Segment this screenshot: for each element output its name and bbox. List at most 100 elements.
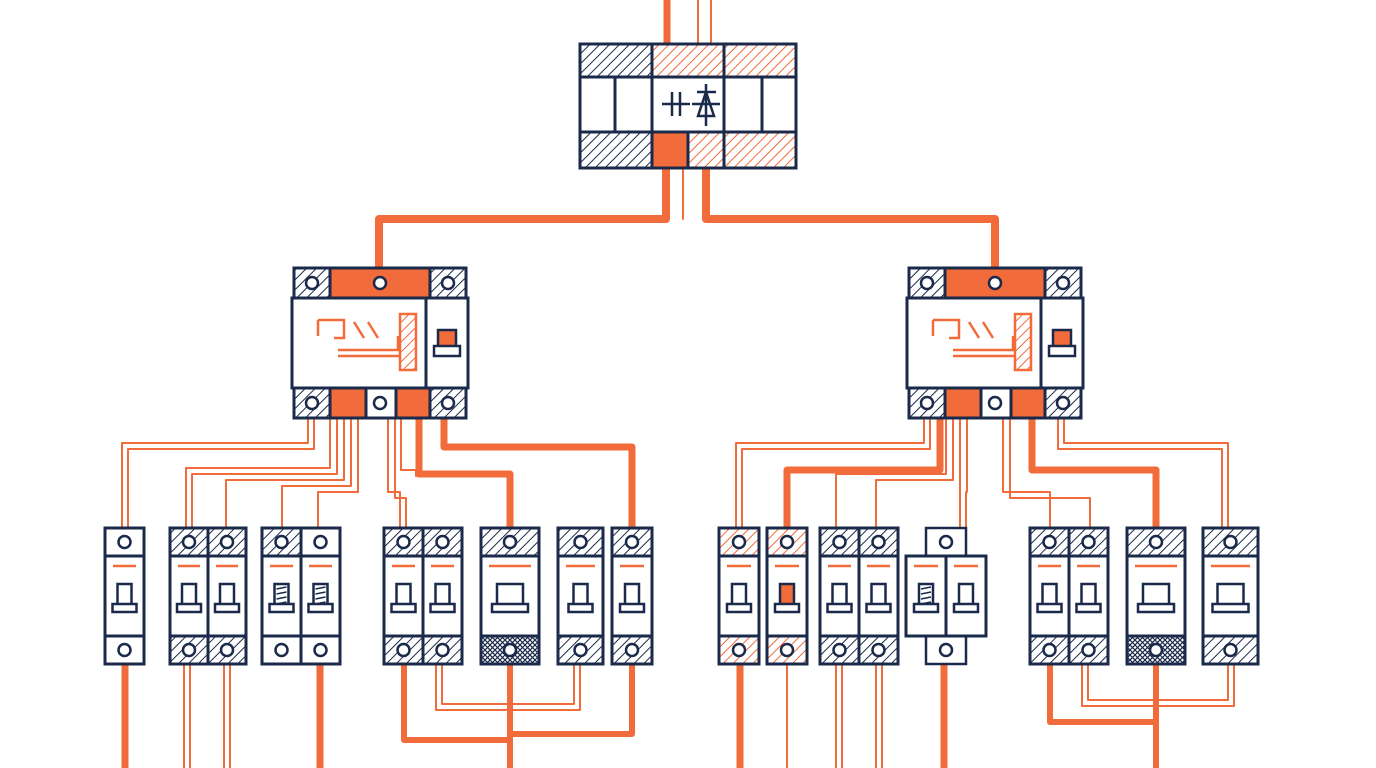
terminal-screw <box>117 642 132 658</box>
terminal-screw <box>440 275 456 291</box>
breaker-lever[interactable] <box>1075 582 1102 614</box>
circuit-breaker[interactable] <box>382 526 425 666</box>
sub-distribution-unit-left <box>290 266 470 420</box>
breaker-lever[interactable] <box>952 582 980 614</box>
breaker-lever[interactable] <box>725 582 753 614</box>
terminal-screw <box>1055 275 1071 291</box>
terminal-screw <box>1081 642 1096 658</box>
circuit-breaker[interactable] <box>421 526 464 666</box>
circuit-breaker[interactable] <box>1067 526 1110 666</box>
breaker-bottom-terminal <box>299 634 342 666</box>
breaker-lever[interactable] <box>429 582 456 614</box>
breaker-top-terminal <box>556 526 605 558</box>
sub-distribution-unit-right <box>905 266 1085 420</box>
circuit-breaker[interactable] <box>168 526 210 666</box>
terminal-screw <box>871 642 886 658</box>
terminal-screw <box>1042 642 1057 658</box>
terminal-screw <box>871 534 886 550</box>
circuit-breaker[interactable] <box>717 526 761 666</box>
terminal-screw <box>274 534 289 550</box>
breaker-lever[interactable] <box>1211 582 1250 614</box>
terminal-screw <box>731 534 747 550</box>
terminal-screw <box>919 275 935 291</box>
breaker-lever[interactable] <box>773 582 801 614</box>
sub-distribution-units <box>290 266 1085 420</box>
breaker-lever[interactable] <box>567 582 594 614</box>
circuit-breaker[interactable] <box>479 526 541 666</box>
circuit-breaker[interactable] <box>556 526 605 666</box>
terminal-screw <box>573 534 588 550</box>
diode-symbol <box>692 84 720 126</box>
incoming-supply-wire <box>663 0 712 48</box>
terminal-screw <box>372 395 388 411</box>
circuit-breaker[interactable] <box>260 526 303 666</box>
circuit-breaker[interactable] <box>206 526 248 666</box>
breaker-bottom-terminal <box>1201 634 1260 666</box>
terminal-screw <box>573 642 588 658</box>
terminal-screw <box>779 642 795 658</box>
terminal-screw <box>1223 534 1238 550</box>
terminal-screw <box>502 534 518 550</box>
terminal-screw <box>181 642 197 658</box>
circuit-breaker[interactable] <box>103 526 146 666</box>
breaker-lever[interactable] <box>490 582 530 614</box>
capacitor-symbol <box>662 92 690 116</box>
left-branch-wires <box>121 414 636 768</box>
circuit-breaker[interactable] <box>610 526 654 666</box>
terminal-screw <box>1055 395 1071 411</box>
circuit-breaker[interactable] <box>904 526 968 666</box>
terminal-screw <box>219 642 235 658</box>
terminal-screw <box>304 275 320 291</box>
breaker-lever[interactable] <box>1136 582 1176 614</box>
terminal-screw <box>731 642 747 658</box>
circuit-breaker[interactable] <box>1125 526 1187 666</box>
breaker-lever[interactable] <box>1036 582 1063 614</box>
circuit-breaker[interactable] <box>818 526 861 666</box>
toggle-lever[interactable] <box>432 328 462 358</box>
terminal-screw <box>938 642 954 658</box>
terminal-screw <box>372 275 388 291</box>
terminal-screw <box>440 395 456 411</box>
terminal-screw <box>1148 642 1164 658</box>
breaker-lever[interactable] <box>618 582 646 614</box>
terminal-screw <box>396 642 411 658</box>
terminal-screw <box>938 534 954 550</box>
breaker-top-terminal <box>421 526 464 558</box>
feeder-right <box>702 164 999 272</box>
breaker-lever[interactable] <box>912 582 940 614</box>
circuit-breaker[interactable] <box>299 526 342 666</box>
breaker-lever[interactable] <box>865 582 892 614</box>
circuit-breaker[interactable] <box>1028 526 1071 666</box>
terminal-screw <box>779 534 795 550</box>
terminal-screw <box>1148 534 1164 550</box>
terminal-screw <box>117 534 132 550</box>
terminal-screw <box>624 642 640 658</box>
terminal-screw <box>1223 642 1238 658</box>
terminal-screw <box>987 395 1003 411</box>
isolator-switch-symbol <box>931 318 1017 358</box>
breaker-lever[interactable] <box>213 582 241 614</box>
breaker-top-terminal <box>765 526 809 558</box>
terminal-screw <box>987 275 1003 291</box>
wiring-network <box>121 0 1235 768</box>
breaker-lever[interactable] <box>111 582 138 614</box>
breaker-bottom-terminal <box>1067 634 1110 666</box>
right-branch-wires <box>735 414 1235 768</box>
circuit-breaker[interactable] <box>765 526 809 666</box>
breaker-lever[interactable] <box>826 582 853 614</box>
terminal-screw <box>313 642 328 658</box>
breaker-lever[interactable] <box>307 582 334 614</box>
terminal-screw <box>304 395 320 411</box>
terminal-screw <box>1042 534 1057 550</box>
circuit-breaker[interactable] <box>1201 526 1260 666</box>
breaker-lever[interactable] <box>268 582 295 614</box>
toggle-lever[interactable] <box>1047 328 1077 358</box>
terminal-screw <box>832 642 847 658</box>
terminal-screw <box>219 534 235 550</box>
circuit-breaker[interactable] <box>857 526 900 666</box>
breaker-lever[interactable] <box>175 582 203 614</box>
breaker-lever[interactable] <box>390 582 417 614</box>
feeder-left <box>375 164 670 272</box>
terminal-screw <box>435 534 450 550</box>
circuit-breaker[interactable] <box>944 554 988 638</box>
